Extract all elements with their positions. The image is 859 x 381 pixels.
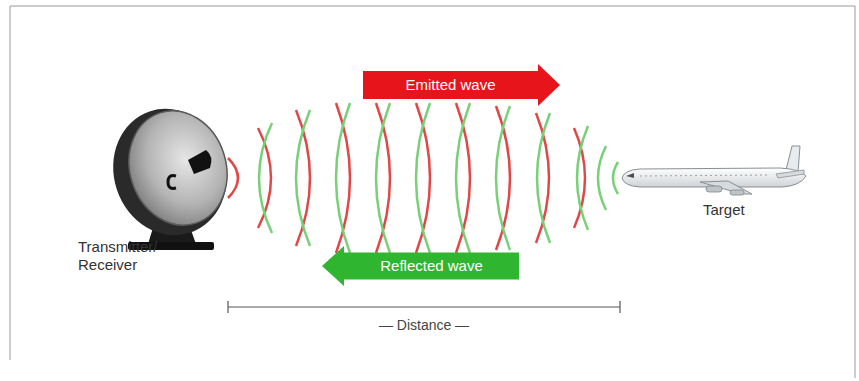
- device-label: Transmitter/ Receiver: [78, 238, 178, 274]
- airplane-target: [622, 146, 806, 195]
- target-label: Target: [703, 201, 783, 219]
- radar-dish: [97, 94, 243, 250]
- distance-label: — Distance —: [324, 316, 524, 334]
- arrow-fill: [322, 246, 519, 286]
- emitted-arrow: Emitted wave: [363, 64, 560, 106]
- reflected-arrow: Reflected wave: [322, 246, 519, 286]
- emitted-wavefronts: [228, 103, 585, 253]
- frame-line: [10, 6, 855, 378]
- arrow-fill: [363, 64, 560, 106]
- arrow-caption: Emitted wave: [363, 64, 538, 106]
- frame-line: [10, 6, 11, 360]
- distance-bracket: [228, 301, 620, 313]
- arrow-caption: Reflected wave: [344, 246, 519, 286]
- reflected-wavefronts: [259, 103, 618, 253]
